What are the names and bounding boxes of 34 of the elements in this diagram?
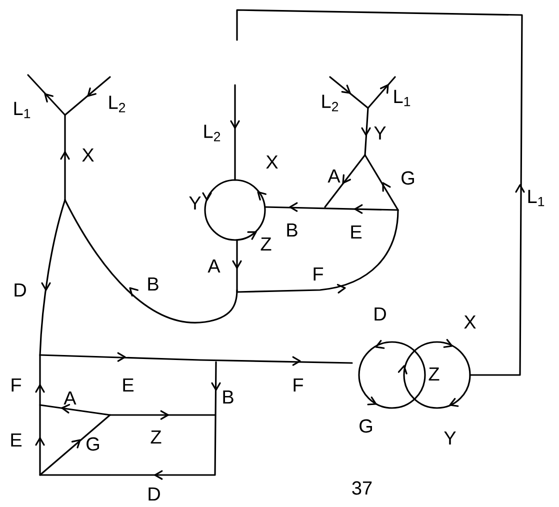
line-label: Y xyxy=(189,196,201,210)
line-label: Z xyxy=(260,237,272,251)
line-label: G xyxy=(360,419,372,433)
line-label: X xyxy=(266,155,278,169)
line-label: B xyxy=(223,390,234,404)
line-label: Z xyxy=(150,430,162,444)
line-label: A xyxy=(208,259,220,273)
line-label: B xyxy=(287,223,298,237)
line-label: Y xyxy=(374,126,386,140)
line-label: D xyxy=(14,283,26,297)
line-label: Z xyxy=(428,367,440,381)
line-label: F xyxy=(12,378,22,392)
line-label: B xyxy=(148,277,158,291)
line-label: G xyxy=(402,171,414,185)
line-label: L$_{1}$ xyxy=(528,190,544,206)
line-label: L$_{1}$ xyxy=(14,102,30,118)
line-label: A xyxy=(64,391,76,405)
line-label: L$_{2}$ xyxy=(109,96,126,112)
line-label: L$_{1}$ xyxy=(394,90,410,106)
line-label: F xyxy=(314,267,324,281)
line-label: D xyxy=(148,487,160,501)
line-label: X xyxy=(464,315,476,329)
line-label: D xyxy=(374,307,386,321)
line-label: G xyxy=(86,437,99,451)
line-label: X xyxy=(82,148,94,162)
line-label: L$_{2}$ xyxy=(322,94,338,112)
line-label: A xyxy=(328,169,340,183)
line-label: L$_{2}$ xyxy=(204,124,220,142)
line-label: E xyxy=(11,433,22,447)
line-label: E xyxy=(123,378,134,392)
line-label: Y xyxy=(444,431,456,445)
line-label: F xyxy=(294,378,304,392)
line-label: 37 xyxy=(352,481,372,495)
line-label: E xyxy=(351,225,362,239)
